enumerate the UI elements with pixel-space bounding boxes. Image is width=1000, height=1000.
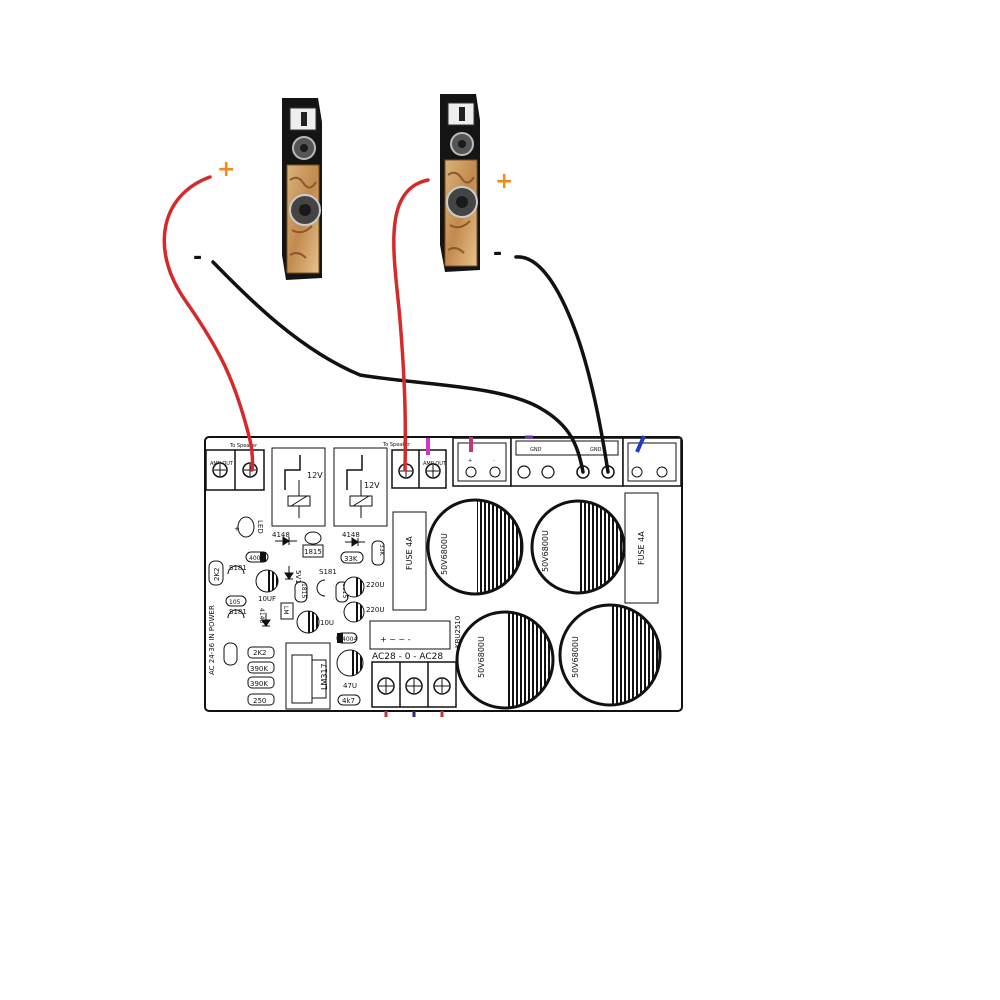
- c220u-b-label: 220U: [366, 606, 384, 614]
- bridge-label: KBU2510: [454, 616, 462, 648]
- c220u-a-label: 220U: [366, 581, 384, 589]
- capacitor-big-1: 50V6800U: [426, 498, 524, 596]
- relay-left: 12V: [271, 447, 326, 527]
- r33k-b-label: 33K: [378, 544, 385, 557]
- led-label: LED: [256, 520, 264, 534]
- q1815-label: 1815: [304, 548, 322, 556]
- capacitor-big-4: 50V6800U: [558, 603, 662, 707]
- r390k-a-label: 390K: [250, 665, 268, 673]
- r105-label: 105: [229, 599, 241, 606]
- cap-big-2-label: 50V6800U: [541, 530, 550, 572]
- r250-label: 250: [253, 697, 266, 705]
- right-speaker-minus: -: [493, 241, 502, 266]
- relay-right-label: 12V: [364, 481, 380, 490]
- s181-b-label: S181: [229, 608, 247, 616]
- capacitor-big-3: 50V6800U: [455, 610, 555, 710]
- amplifier-board: To Speaker AMP OUT 12V 12V To Speaker: [204, 436, 683, 712]
- fuse-right-label: FUSE 4A: [637, 531, 646, 565]
- cap-big-3-label: 50V6800U: [477, 636, 486, 678]
- d4004-b-label: 4004: [342, 636, 357, 643]
- zener-label: 5V1: [294, 570, 302, 584]
- wire-left-negative: [211, 260, 585, 474]
- r390k-b-label: 390K: [250, 680, 268, 688]
- r4k7-label: 4k7: [342, 697, 355, 705]
- speaker-left: [282, 98, 322, 280]
- bridge-rectifier: + ~ ~ - KBU2510: [369, 616, 462, 650]
- capacitor-big-2: 50V6800U: [530, 499, 626, 595]
- conn-mid-title: To Speaker: [382, 442, 411, 448]
- led: + LED: [234, 516, 264, 538]
- bridge-pins: + ~ ~ -: [380, 635, 411, 644]
- speaker-right: [440, 94, 480, 272]
- d2-label: 4148: [342, 531, 360, 539]
- s181-c-label: S181: [319, 568, 337, 576]
- left-speaker-minus: -: [193, 245, 202, 270]
- cap-big-1-label: 50V6800U: [440, 533, 449, 575]
- svg-text:+: +: [468, 458, 472, 464]
- svg-text:+: +: [234, 525, 240, 533]
- q1815-side-label: 1815: [300, 583, 307, 598]
- conn-left-title: To Speaker: [229, 443, 258, 449]
- ac-terminals-label: AC28 - 0 - AC28: [372, 652, 443, 662]
- cap-big-4-label: 50V6800U: [571, 636, 580, 678]
- c10uf-label: 10UF: [258, 595, 276, 603]
- wire-stub-blue: [635, 435, 646, 453]
- fuse-right: FUSE 4A: [624, 492, 659, 604]
- wire-right-positive: [392, 178, 430, 472]
- r2k2-a-label: 2K2: [213, 568, 221, 582]
- left-speaker-plus: +: [217, 157, 235, 182]
- lm317-label: LM317: [320, 663, 329, 690]
- wire-left-positive: [162, 175, 255, 472]
- d4004-a-label: 4004: [249, 555, 264, 562]
- gnd-label-1: GND: [530, 447, 542, 453]
- gnd-label-2: GND: [590, 447, 602, 453]
- fuse-left: FUSE 4A: [392, 511, 427, 611]
- c10u-label: 10U: [320, 619, 334, 627]
- c47u-label: 47U: [343, 682, 357, 690]
- r2k2-b-label: 2K2: [253, 649, 267, 657]
- fuse-left-label: FUSE 4A: [405, 536, 414, 570]
- wire-right-negative: [514, 255, 610, 474]
- lm-small-label: LM: [282, 606, 289, 615]
- right-speaker-plus: +: [495, 169, 513, 194]
- power-input-label: AC 24-36 IN POWER: [208, 605, 216, 675]
- relay-left-label: 12V: [307, 471, 323, 480]
- s181-a-label: S181: [229, 564, 247, 572]
- d3-label: 4148: [258, 608, 265, 623]
- svg-text:-: -: [493, 458, 495, 464]
- r33k-a-label: 33K: [344, 555, 358, 563]
- relay-right: 12V: [333, 447, 388, 527]
- lm317-regulator: LM317: [285, 642, 331, 710]
- d1-label: 4148: [272, 531, 290, 539]
